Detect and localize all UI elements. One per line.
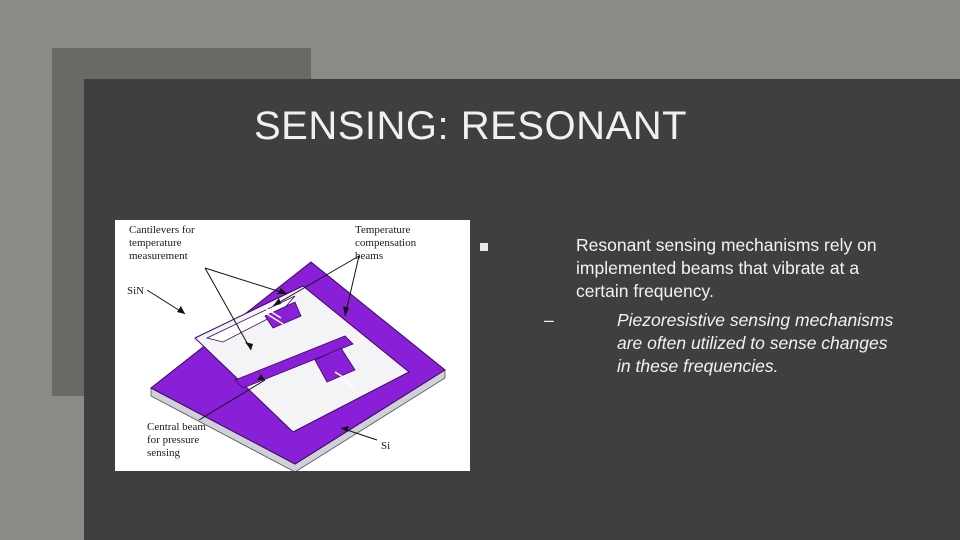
central-beam (234, 335, 354, 389)
arrowheads (177, 288, 349, 432)
slide-title: SENSING: RESONANT (254, 104, 688, 148)
label-temp-comp-1: Temperature (355, 224, 411, 236)
label-central-2: for pressure (147, 434, 199, 446)
label-sin: SiN (127, 285, 144, 297)
label-cantilevers-3: measurement (129, 250, 188, 262)
bullet-main-text: Resonant sensing mechanisms rely on impl… (576, 235, 877, 301)
label-si: Si (381, 440, 390, 452)
beam-pad-left (264, 301, 302, 329)
label-central-3: sensing (147, 447, 181, 459)
label-temp-comp-3: beams (355, 250, 383, 262)
beam-pad-right (314, 347, 356, 383)
dash-bullet-icon: – (544, 310, 554, 330)
label-temp-comp-2: compensation (355, 237, 417, 249)
label-cantilevers-1: Cantilevers for (129, 224, 195, 236)
annotation-arrows (146, 255, 378, 441)
label-cantilevers-2: temperature (129, 237, 182, 249)
cantilever-marks (264, 307, 356, 389)
sub-bullet-text: Piezoresistive sensing mechanisms are of… (617, 310, 894, 376)
label-central-1: Central beam (147, 421, 206, 433)
sensor-diagram-svg: Cantilevers for temperature measurement … (127, 224, 446, 471)
sensor-diagram: Cantilevers for temperature measurement … (115, 220, 470, 471)
